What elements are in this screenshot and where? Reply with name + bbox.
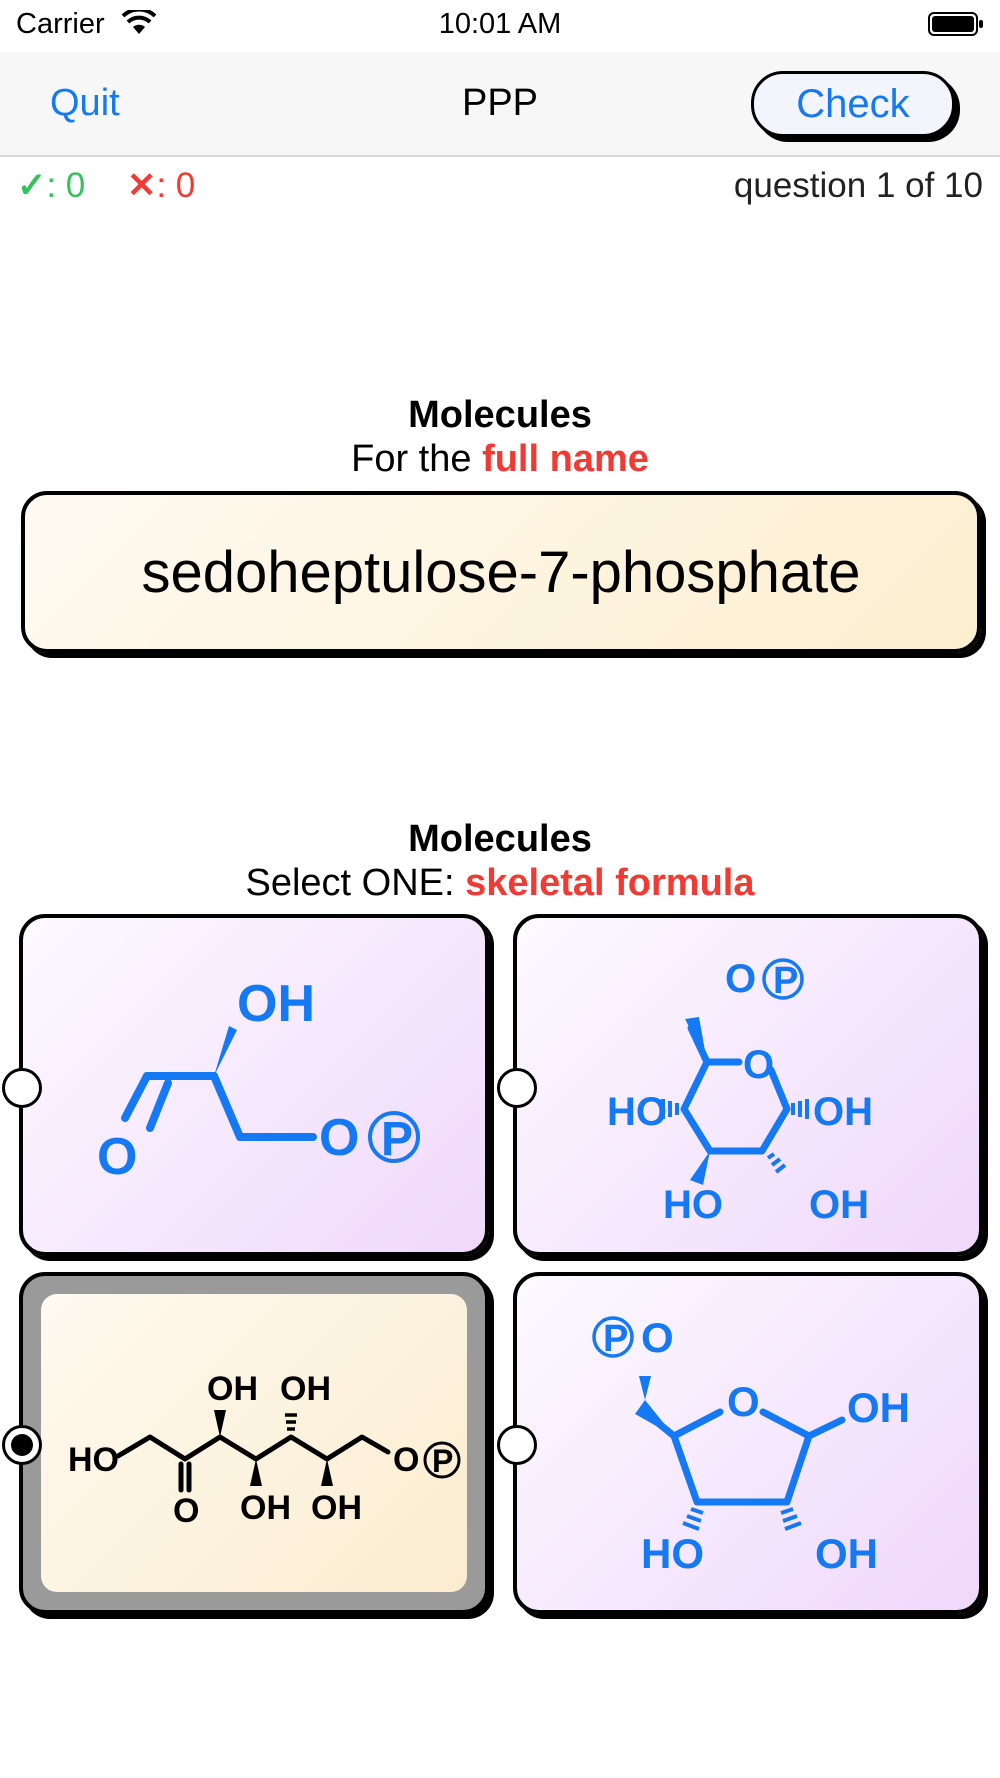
- battery-icon: [928, 12, 983, 36]
- atom-label: HO: [68, 1441, 119, 1479]
- atom-label: HO: [607, 1090, 667, 1134]
- page-title: PPP: [461, 82, 539, 124]
- atom-label: O: [641, 1314, 674, 1361]
- status-bar: Carrier 10:01 AM: [0, 0, 1000, 52]
- answer-option-1[interactable]: OH O O P: [19, 914, 489, 1256]
- prompt-title: Molecules: [408, 394, 592, 436]
- answer-option-2[interactable]: O O HO OH HO OH P: [513, 914, 983, 1256]
- wifi-icon: [122, 10, 156, 34]
- atom-label: OH: [813, 1090, 873, 1134]
- atom-label: O: [173, 1492, 199, 1530]
- answers-subtitle: Select ONE: skeletal formula: [0, 862, 1000, 905]
- phosphate-icon: [762, 958, 804, 1000]
- structure-ribose-5-phosphate: P O O OH HO OH: [592, 1314, 910, 1577]
- phosphate-icon: [368, 1111, 420, 1163]
- atom-label: O: [743, 1043, 774, 1087]
- atom-label: P: [381, 1113, 413, 1166]
- phosphate-icon: [592, 1316, 634, 1358]
- wrong-count: : 0: [156, 166, 196, 205]
- checkmark-icon: ✓: [17, 166, 47, 205]
- wrong-score: ✕: 0: [127, 166, 195, 206]
- answer-option-3[interactable]: OH OH HO O OH OH O P: [19, 1272, 489, 1614]
- atom-label: P: [432, 1443, 453, 1479]
- correct-count: : 0: [46, 166, 86, 205]
- carrier-label: Carrier: [16, 8, 105, 40]
- structure-glyceraldehyde-3-phosphate: OH O O P: [97, 975, 420, 1186]
- answer-radio-1[interactable]: [2, 1068, 42, 1108]
- atom-label: OH: [237, 975, 315, 1033]
- atom-label: HO: [641, 1530, 704, 1577]
- atom-label: OH: [207, 1370, 258, 1408]
- atom-label: OH: [280, 1370, 331, 1408]
- answer-radio-2[interactable]: [497, 1068, 537, 1108]
- quit-button[interactable]: Quit: [50, 82, 120, 124]
- answer-radio-3[interactable]: [2, 1425, 42, 1465]
- clock: 10:01 AM: [438, 8, 562, 40]
- atom-label: OH: [815, 1530, 878, 1577]
- answer-radio-4[interactable]: [497, 1425, 537, 1465]
- atom-label: OH: [809, 1183, 869, 1227]
- atom-label: O: [97, 1128, 137, 1186]
- molecule-name-card: sedoheptulose-7-phosphate: [21, 491, 981, 653]
- atom-label: P: [603, 1318, 628, 1360]
- atom-label: HO: [663, 1183, 723, 1227]
- answers-subtitle-prefix: Select ONE:: [245, 862, 466, 904]
- cross-icon: ✕: [127, 166, 157, 205]
- phosphate-icon: [423, 1441, 461, 1479]
- answers-title: Molecules: [408, 818, 592, 860]
- correct-score: ✓: 0: [17, 166, 85, 206]
- navigation-bar: Quit PPP Check: [0, 52, 1000, 157]
- molecule-name: sedoheptulose-7-phosphate: [141, 539, 861, 605]
- atom-label: P: [773, 960, 798, 1002]
- prompt-subtitle-prefix: For the: [351, 438, 483, 480]
- answers-subtitle-emphasis: skeletal formula: [465, 862, 755, 904]
- atom-label: O: [393, 1441, 419, 1479]
- answer-option-3-inner: [41, 1294, 467, 1592]
- check-button[interactable]: Check: [751, 71, 955, 137]
- atom-label: OH: [847, 1384, 910, 1431]
- atom-label: OH: [311, 1489, 362, 1527]
- prompt-subtitle: For the full name: [0, 438, 1000, 481]
- atom-label: O: [725, 957, 756, 1001]
- structure-glucose-6-phosphate: O O HO OH HO OH P: [607, 957, 873, 1227]
- question-progress: question 1 of 10: [733, 166, 983, 205]
- atom-label: OH: [240, 1489, 291, 1527]
- prompt-subtitle-emphasis: full name: [482, 438, 649, 480]
- atom-label: O: [319, 1109, 359, 1167]
- atom-label: O: [727, 1378, 760, 1425]
- answer-option-4[interactable]: P O O OH HO OH: [513, 1272, 983, 1614]
- structure-sedoheptulose-7-phosphate: OH OH HO O OH OH O P: [68, 1370, 461, 1530]
